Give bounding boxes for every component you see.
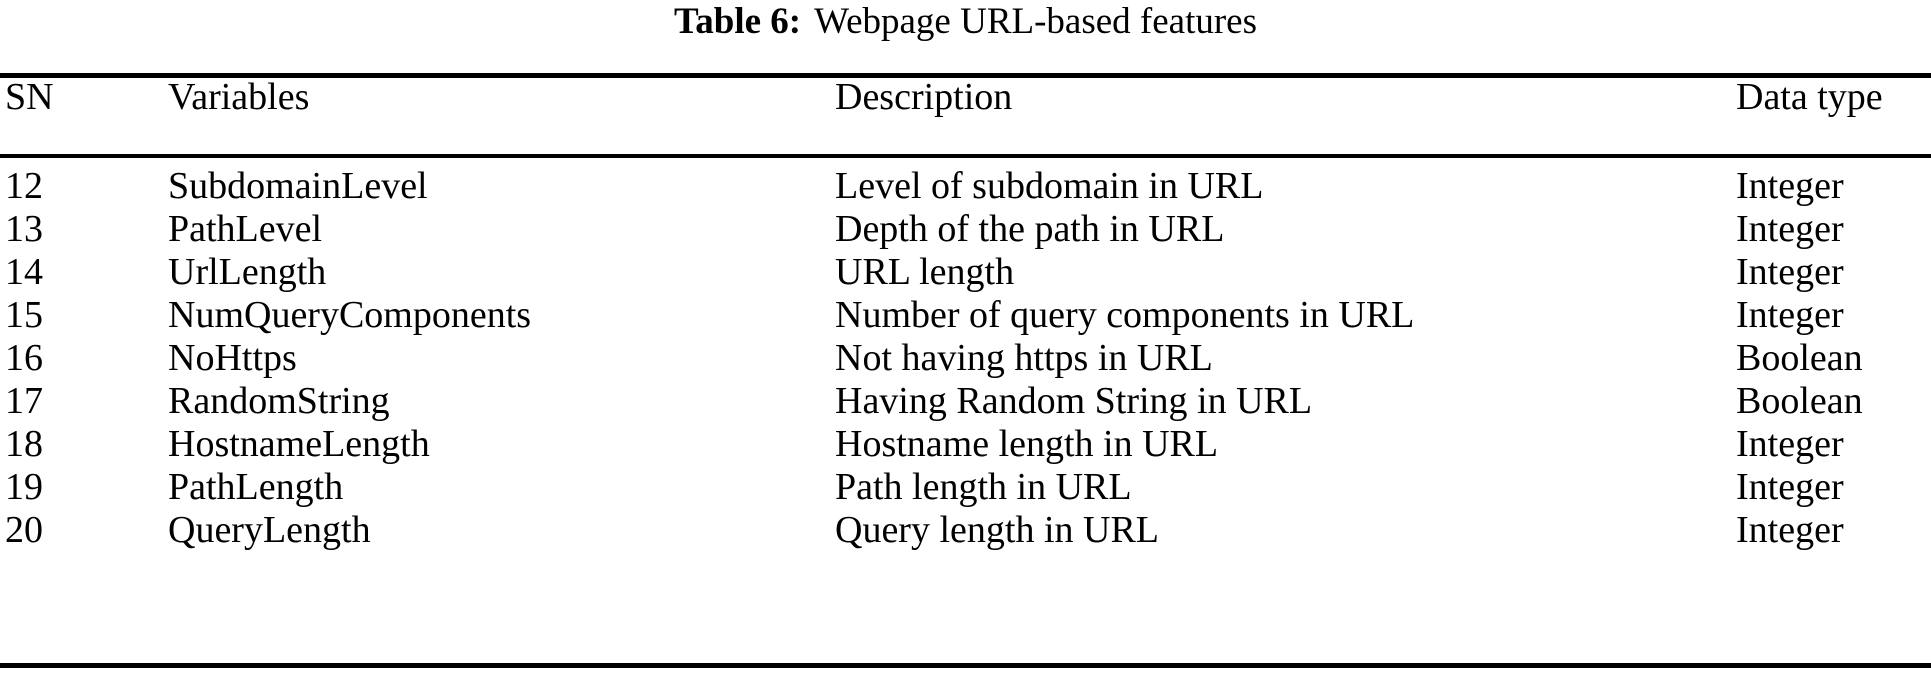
cell-variable: NumQueryComponents xyxy=(168,294,532,336)
column-header-data-type: Data type xyxy=(1736,76,1883,118)
cell-sn: 18 xyxy=(5,423,43,465)
cell-datatype: Integer xyxy=(1736,208,1844,250)
table-row: 13 PathLevel Depth of the path in URL In… xyxy=(0,208,1931,251)
cell-datatype: Boolean xyxy=(1736,337,1863,379)
cell-sn: 13 xyxy=(5,208,43,250)
cell-sn: 15 xyxy=(5,294,43,336)
cell-variable: NoHttps xyxy=(168,337,297,379)
table-caption-text: Webpage URL-based features xyxy=(814,1,1258,42)
table-caption-label: Table 6: xyxy=(673,1,802,42)
cell-datatype: Integer xyxy=(1736,509,1844,551)
table-top-rule xyxy=(0,73,1931,78)
table-row: 12 SubdomainLevel Level of subdomain in … xyxy=(0,165,1931,208)
cell-variable: RandomString xyxy=(168,380,390,422)
cell-variable: HostnameLength xyxy=(168,423,430,465)
table-row: 16 NoHttps Not having https in URL Boole… xyxy=(0,337,1931,380)
cell-datatype: Integer xyxy=(1736,294,1844,336)
table-row: 14 UrlLength URL length Integer xyxy=(0,251,1931,294)
table-mid-rule xyxy=(0,154,1931,158)
table-bottom-rule xyxy=(0,663,1931,668)
cell-sn: 20 xyxy=(5,509,43,551)
column-header-description: Description xyxy=(835,76,1013,118)
cell-description: Having Random String in URL xyxy=(835,380,1313,422)
cell-description: Hostname length in URL xyxy=(835,423,1219,465)
table-header-row: SN Variables Description Data type xyxy=(0,76,1931,119)
table-row: 19 PathLength Path length in URL Integer xyxy=(0,466,1931,509)
cell-sn: 19 xyxy=(5,466,43,508)
cell-description: Not having https in URL xyxy=(835,337,1213,379)
cell-sn: 14 xyxy=(5,251,43,293)
cell-datatype: Integer xyxy=(1736,423,1844,465)
cell-description: Depth of the path in URL xyxy=(835,208,1225,250)
table-caption: Table 6: Webpage URL-based features xyxy=(0,0,1931,44)
cell-variable: PathLevel xyxy=(168,208,323,250)
cell-sn: 17 xyxy=(5,380,43,422)
cell-datatype: Integer xyxy=(1736,466,1844,508)
cell-sn: 16 xyxy=(5,337,43,379)
cell-description: Path length in URL xyxy=(835,466,1132,508)
cell-sn: 12 xyxy=(5,165,43,207)
cell-variable: PathLength xyxy=(168,466,344,508)
column-header-sn: SN xyxy=(5,76,54,118)
table-row: 15 NumQueryComponents Number of query co… xyxy=(0,294,1931,337)
cell-datatype: Integer xyxy=(1736,165,1844,207)
cell-description: URL length xyxy=(835,251,1015,293)
column-header-variables: Variables xyxy=(168,76,310,118)
cell-variable: QueryLength xyxy=(168,509,371,551)
table-row: 18 HostnameLength Hostname length in URL… xyxy=(0,423,1931,466)
cell-datatype: Boolean xyxy=(1736,380,1863,422)
cell-variable: SubdomainLevel xyxy=(168,165,428,207)
cell-description: Level of subdomain in URL xyxy=(835,165,1264,207)
table-row: 20 QueryLength Query length in URL Integ… xyxy=(0,509,1931,552)
cell-description: Number of query components in URL xyxy=(835,294,1415,336)
cell-datatype: Integer xyxy=(1736,251,1844,293)
cell-description: Query length in URL xyxy=(835,509,1160,551)
table-row: 17 RandomString Having Random String in … xyxy=(0,380,1931,423)
cell-variable: UrlLength xyxy=(168,251,327,293)
